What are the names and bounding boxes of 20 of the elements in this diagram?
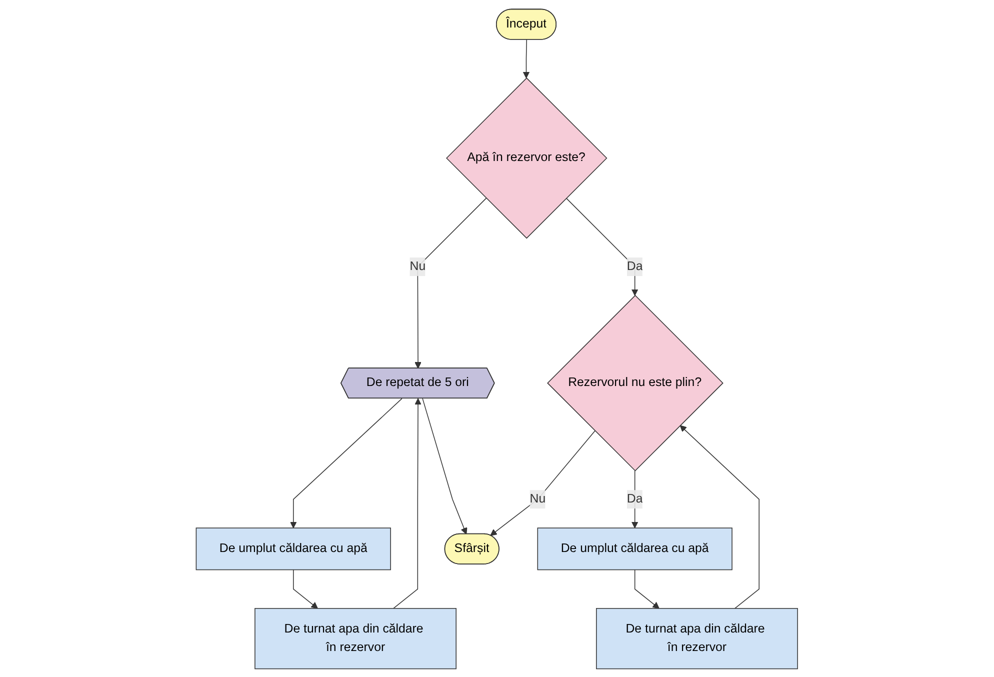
node-box: De turnat apa din căldare în rezervor <box>254 608 457 669</box>
arrow <box>290 398 402 528</box>
arrow <box>293 568 318 608</box>
arrow <box>680 424 760 608</box>
arrow <box>490 430 596 536</box>
node-diamond: Apă în rezervor este? <box>446 77 608 238</box>
node-diamond: Rezervorul nu este plin? <box>547 294 724 471</box>
arrow <box>634 568 660 608</box>
arrow <box>422 398 468 534</box>
node-box: De umplut căldarea cu apă <box>196 527 392 570</box>
edge-label: Da <box>627 492 643 506</box>
arrow <box>393 398 422 608</box>
node-box: De umplut căldarea cu apă <box>537 527 733 570</box>
arrow <box>566 197 638 296</box>
arrow <box>522 38 530 78</box>
edge-label: Nu <box>530 492 546 506</box>
arrow <box>414 197 487 368</box>
edge-label: Da <box>627 259 643 273</box>
edge-label: Nu <box>410 259 426 273</box>
node-box: De turnat apa din căldare în rezervor <box>596 608 798 669</box>
